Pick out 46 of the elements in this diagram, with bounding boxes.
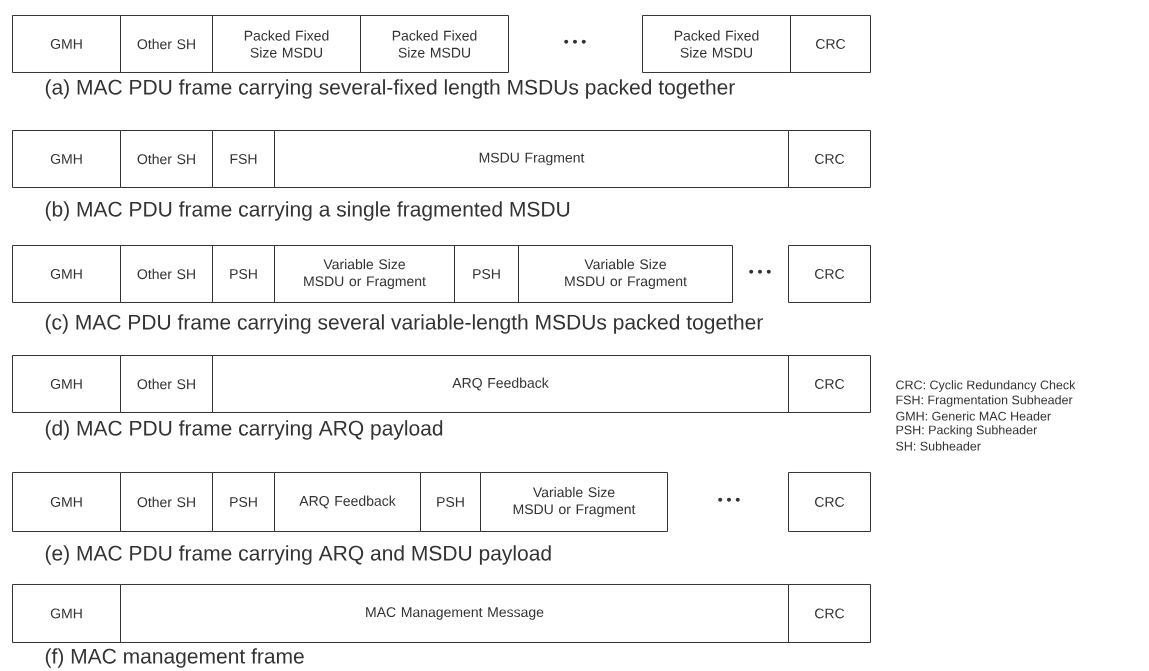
frame-field: PSH — [454, 245, 519, 303]
frame-field: CRC — [790, 15, 871, 73]
abbreviation-note: PSH: Packing Subheader — [896, 425, 1037, 437]
frame-field: Other SH — [120, 245, 213, 303]
frame-field: PSH — [212, 472, 275, 532]
frame-field: PSH — [212, 245, 275, 303]
frame-field: GMH — [12, 355, 121, 413]
frame-field: GMH — [12, 15, 121, 73]
frame-caption: (c) MAC PDU frame carrying several variable-length MSDUs packed together — [45, 314, 763, 334]
frame-field: FSH — [212, 130, 275, 188]
frame-field: Packed Fixed Size MSDU — [360, 15, 509, 73]
frame-field: GMH — [12, 245, 121, 303]
frame-field: MAC Management Message — [120, 584, 789, 643]
frame-caption: (a) MAC PDU frame carrying several-fixed length MSDUs packed together — [45, 79, 735, 99]
frame-field: GMH — [12, 472, 121, 532]
frame-field: Variable Size MSDU or Fragment — [480, 472, 668, 532]
ellipsis-dots: • • • — [749, 269, 771, 274]
frame-field: Other SH — [120, 472, 213, 532]
frame-field: GMH — [12, 584, 121, 643]
frame-caption: (b) MAC PDU frame carrying a single fragmented MSDU — [45, 201, 570, 221]
frame-field: CRC — [788, 245, 871, 303]
frame-field: Variable Size MSDU or Fragment — [274, 245, 455, 303]
frame-field: PSH — [420, 472, 481, 532]
frame-field: Packed Fixed Size MSDU — [212, 15, 361, 73]
frame-field: CRC — [788, 584, 871, 643]
frame-field: GMH — [12, 130, 121, 188]
frame-field: ARQ Feedback — [212, 355, 789, 413]
abbreviation-note: FSH: Fragmentation Subheader — [896, 395, 1073, 407]
frame-caption: (e) MAC PDU frame carrying ARQ and MSDU payload — [45, 545, 551, 565]
frame-field: Variable Size MSDU or Fragment — [518, 245, 733, 303]
frame-field: Packed Fixed Size MSDU — [642, 15, 791, 73]
ellipsis-dots: • • • — [718, 497, 740, 502]
frame-field: MSDU Fragment — [274, 130, 789, 188]
frame-caption: (d) MAC PDU frame carrying ARQ payload — [45, 420, 443, 440]
frame-field: CRC — [788, 472, 871, 532]
frame-field: CRC — [788, 130, 871, 188]
frame-field: Other SH — [120, 15, 213, 73]
frame-field: ARQ Feedback — [274, 472, 421, 532]
abbreviation-note: CRC: Cyclic Redundancy Check — [896, 380, 1076, 392]
abbreviation-note: GMH: Generic MAC Header — [896, 411, 1051, 421]
frame-field: Other SH — [120, 130, 213, 188]
ellipsis-dots: • • • — [564, 39, 586, 44]
frame-field: Other SH — [120, 355, 213, 413]
frame-caption: (f) MAC management frame — [45, 648, 304, 668]
abbreviation-note: SH: Subheader — [896, 441, 981, 451]
frame-field: CRC — [788, 355, 871, 413]
